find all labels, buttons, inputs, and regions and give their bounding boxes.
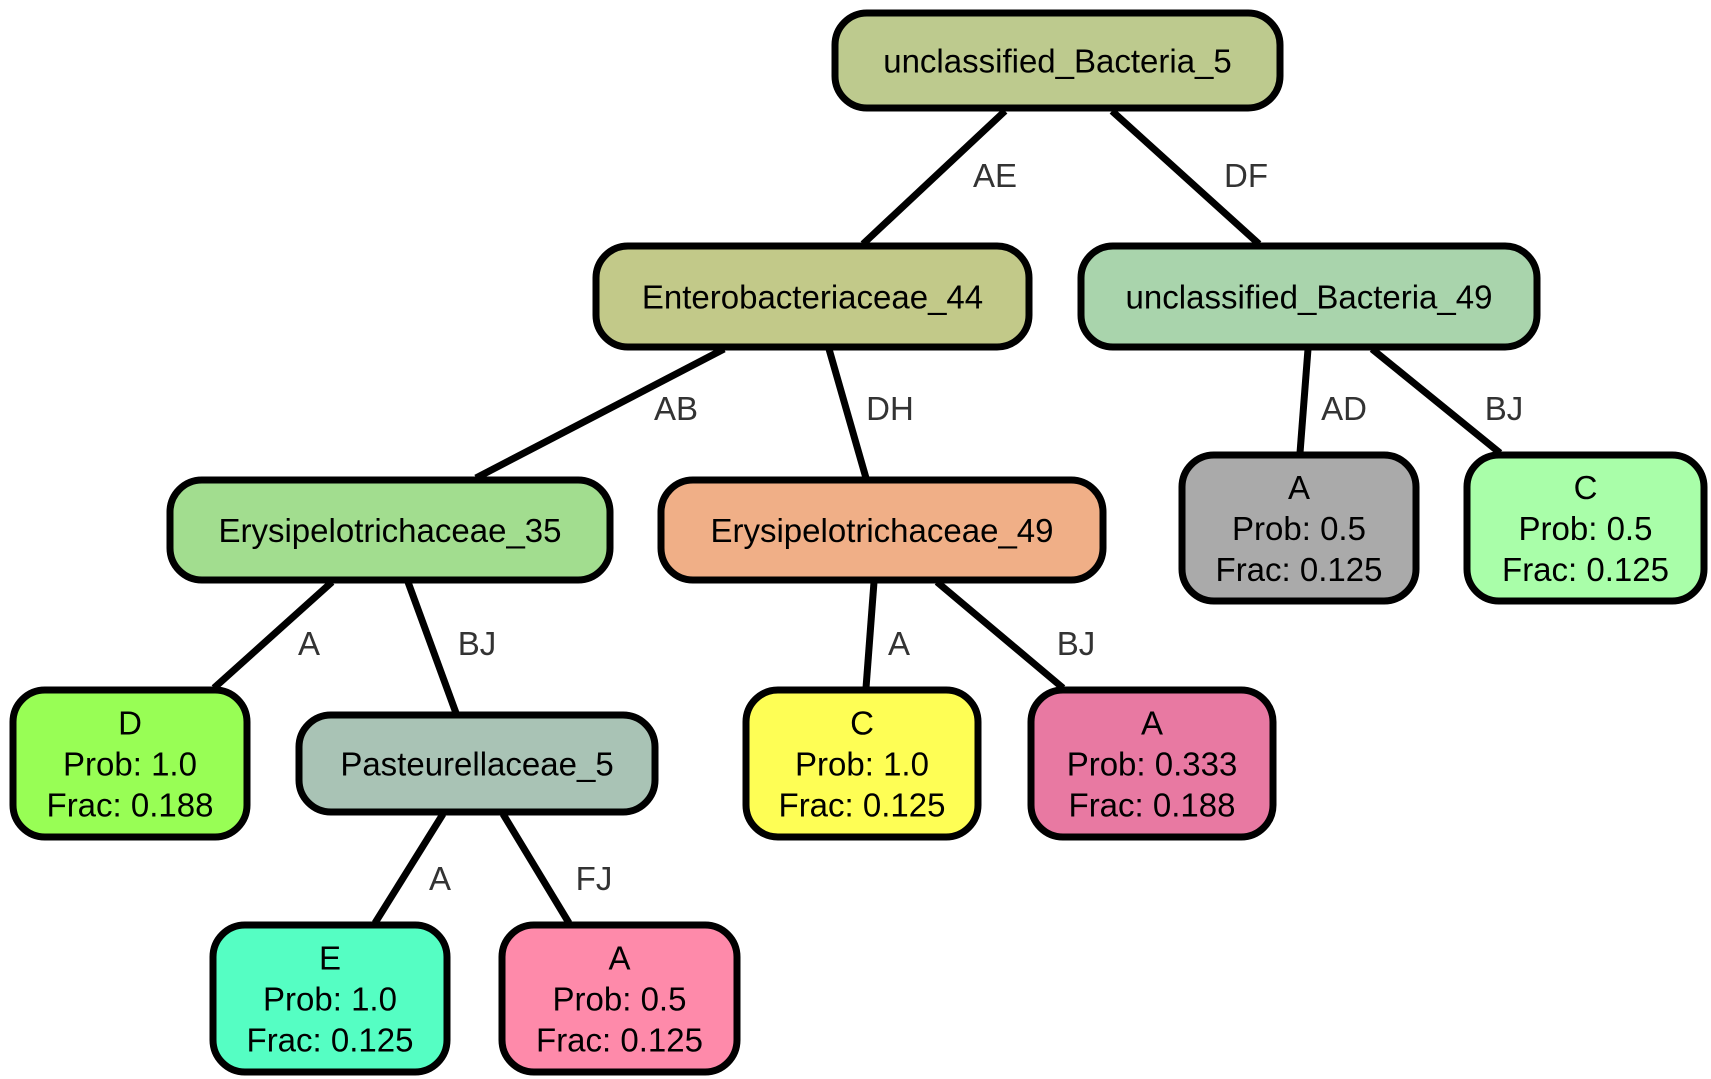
edge-label-n2-n5: AD: [1321, 390, 1367, 427]
node-n0-unclassified-bacteria-5: unclassified_Bacteria_5: [831, 9, 1284, 112]
node-prob: Prob: 0.5: [1519, 510, 1653, 547]
node-prob: Prob: 0.5: [553, 981, 687, 1018]
node-box: [1178, 451, 1420, 605]
node-box: [166, 476, 614, 584]
node-frac: Frac: 0.125: [536, 1022, 703, 1059]
node-frac: Frac: 0.125: [1216, 551, 1383, 588]
node-frac: Frac: 0.188: [1069, 787, 1236, 824]
edge-n0-n1: [860, 108, 1008, 247]
node-title: C: [850, 705, 874, 742]
node-box: [831, 9, 1284, 112]
edge-n3-n7: [211, 579, 335, 691]
node-frac: Frac: 0.125: [779, 787, 946, 824]
edge-n1-n4: [825, 348, 870, 479]
node-n8-pasteurellaceae-5: Pasteurellaceae_5: [295, 711, 659, 816]
node-box: [592, 242, 1033, 351]
edge-label-n1-n3: AB: [654, 390, 698, 427]
node-box: [1463, 451, 1708, 605]
node-title: A: [1141, 705, 1163, 742]
node-title: E: [319, 940, 341, 977]
edge-label-n4-n9: A: [888, 625, 910, 662]
node-frac: Frac: 0.125: [247, 1022, 414, 1059]
edge-n8-n12: [500, 812, 572, 925]
edge-label-n4-n10: BJ: [1057, 625, 1096, 662]
nodes-layer: unclassified_Bacteria_5Enterobacteriacea…: [9, 9, 1708, 1076]
node-n3-erysipelotrichaceae-35: Erysipelotrichaceae_35: [166, 476, 614, 584]
node-box: [657, 476, 1107, 584]
node-n1-enterobacteriaceae-44: Enterobacteriaceae_44: [592, 242, 1033, 351]
edges-layer: AE DF AB DH AD BJ A BJ A BJ A FJ: [211, 108, 1524, 925]
edge-label-n3-n7: A: [298, 625, 320, 662]
edge-label-n3-n8: BJ: [458, 625, 497, 662]
node-box: [209, 921, 451, 1076]
edge-n0-n2: [1109, 108, 1262, 247]
node-title: C: [1574, 469, 1598, 506]
node-prob: Prob: 0.5: [1232, 510, 1366, 547]
node-box: [295, 711, 659, 816]
edge-label-n0-n2: DF: [1224, 157, 1268, 194]
edge-n4-n10: [934, 579, 1066, 691]
node-title: D: [118, 705, 142, 742]
edge-label-n2-n6: BJ: [1485, 390, 1524, 427]
node-frac: Frac: 0.125: [1502, 551, 1669, 588]
edge-n4-n9: [862, 581, 878, 689]
node-prob: Prob: 1.0: [795, 746, 929, 783]
node-title: Erysipelotrichaceae_35: [218, 512, 561, 549]
node-title: Pasteurellaceae_5: [340, 746, 613, 783]
node-n2-unclassified-bacteria-49: unclassified_Bacteria_49: [1077, 242, 1541, 351]
node-title: unclassified_Bacteria_49: [1126, 279, 1493, 316]
node-n4-erysipelotrichaceae-49: Erysipelotrichaceae_49: [657, 476, 1107, 584]
node-box: [742, 686, 982, 841]
node-title: A: [1288, 469, 1310, 506]
edge-label-n8-n11: A: [429, 860, 451, 897]
edge-label-n8-n12: FJ: [576, 860, 613, 897]
edge-n2-n5: [1296, 348, 1312, 454]
node-title: Erysipelotrichaceae_49: [710, 512, 1053, 549]
edge-n8-n11: [372, 812, 446, 925]
node-prob: Prob: 1.0: [263, 981, 397, 1018]
node-prob: Prob: 0.333: [1067, 746, 1238, 783]
node-title: Enterobacteriaceae_44: [642, 279, 983, 316]
node-prob: Prob: 1.0: [63, 746, 197, 783]
node-box: [1077, 242, 1541, 351]
node-title: unclassified_Bacteria_5: [883, 43, 1232, 80]
node-box: [9, 686, 251, 841]
edge-label-n0-n1: AE: [973, 157, 1017, 194]
edge-n3-n8: [404, 580, 460, 715]
edge-n1-n3: [474, 345, 726, 482]
node-title: A: [608, 940, 630, 977]
edge-label-n1-n4: DH: [866, 390, 914, 427]
node-box: [498, 921, 741, 1076]
edge-n2-n6: [1369, 346, 1503, 456]
node-frac: Frac: 0.188: [47, 787, 214, 824]
node-box: [1027, 686, 1277, 841]
